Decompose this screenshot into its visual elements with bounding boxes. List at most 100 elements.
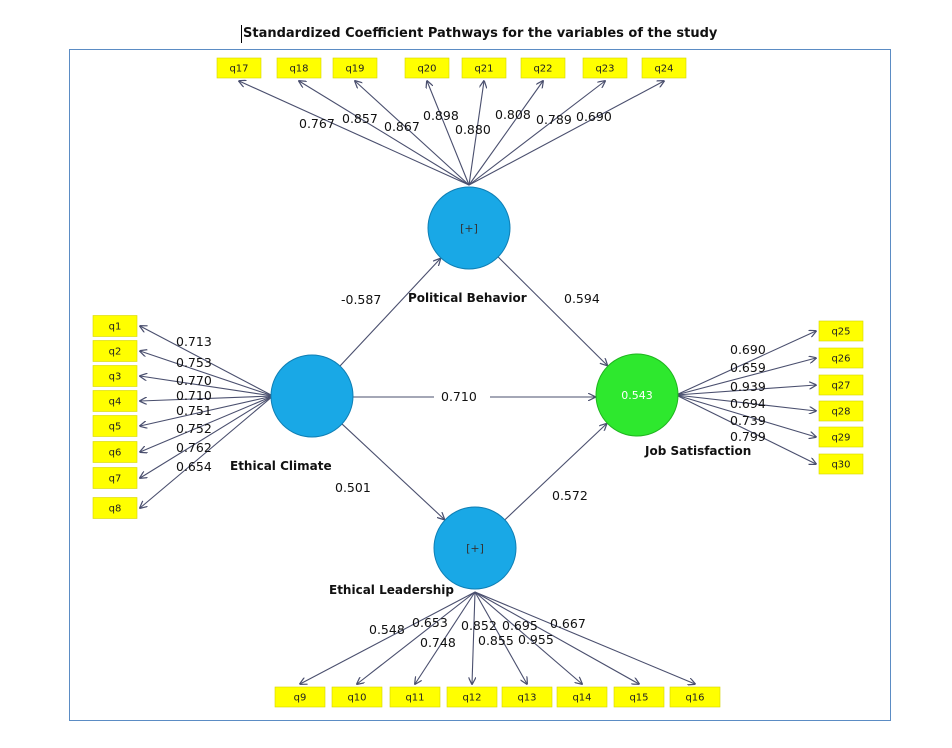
- loading-q5: 0.751: [176, 403, 212, 418]
- loading-q28: 0.694: [730, 396, 766, 411]
- indicator-q13-label: q13: [517, 693, 536, 704]
- political-behavior-inner: [+]: [460, 222, 478, 235]
- indicator-q16[interactable]: [669, 686, 721, 708]
- indicator-q9-label: q9: [294, 693, 307, 704]
- loading-q8: 0.654: [176, 459, 212, 474]
- indicator-q15[interactable]: [613, 686, 665, 708]
- indicator-q19[interactable]: [332, 57, 378, 79]
- indicator-q21[interactable]: [461, 57, 507, 79]
- indicator-q26[interactable]: [818, 347, 864, 369]
- loading-arrow-q29: [675, 394, 816, 437]
- indicator-q6[interactable]: [92, 441, 138, 463]
- loading-q6: 0.752: [176, 421, 212, 436]
- indicator-q20-label: q20: [417, 64, 436, 75]
- indicator-q3-label: q3: [109, 372, 122, 383]
- loading-arrow-q12: [472, 591, 475, 684]
- path-coef-el-js: 0.572: [552, 488, 588, 503]
- indicator-q27[interactable]: [818, 374, 864, 396]
- indicator-q17-label: q17: [229, 64, 248, 75]
- loading-arrow-q10: [357, 591, 476, 684]
- indicator-q18-label: q18: [289, 64, 308, 75]
- loading-q22: 0.808: [495, 107, 531, 122]
- indicator-q7[interactable]: [92, 467, 138, 489]
- indicator-q29[interactable]: [818, 426, 864, 448]
- indicator-q9[interactable]: [274, 686, 326, 708]
- indicator-q11[interactable]: [389, 686, 441, 708]
- loading-arrow-q7: [140, 395, 274, 478]
- indicator-q12-label: q12: [462, 693, 481, 704]
- indicator-q22[interactable]: [520, 57, 566, 79]
- loading-q29: 0.739: [730, 413, 766, 428]
- path-coef-ec-pb: -0.587: [341, 292, 381, 307]
- indicator-q25[interactable]: [818, 320, 864, 342]
- indicator-q10[interactable]: [331, 686, 383, 708]
- indicator-q26-label: q26: [831, 354, 850, 365]
- indicator-q4[interactable]: [92, 390, 138, 412]
- loading-q12: 0.852: [461, 618, 497, 633]
- indicator-q21-label: q21: [474, 64, 493, 75]
- indicator-q24-label: q24: [654, 64, 673, 75]
- indicator-q24[interactable]: [641, 57, 687, 79]
- loading-q23: 0.789: [536, 112, 572, 127]
- loading-q17: 0.767: [299, 116, 335, 131]
- path-pb-js: [497, 256, 607, 365]
- loading-arrow-q2: [140, 351, 274, 397]
- loading-arrow-q14: [474, 591, 582, 684]
- political-behavior-label: Political Behavior: [408, 291, 527, 305]
- loading-q27: 0.939: [730, 379, 766, 394]
- loading-arrow-q1: [140, 326, 274, 397]
- diagram-frame: [69, 49, 891, 721]
- loading-q2: 0.753: [176, 355, 212, 370]
- indicator-q5-label: q5: [109, 422, 122, 433]
- diagram-title: Standardized Coefficient Pathways for th…: [241, 25, 718, 43]
- indicator-q6-label: q6: [109, 448, 122, 459]
- loading-q3: 0.770: [176, 373, 212, 388]
- loading-q30: 0.799: [730, 429, 766, 444]
- loading-q19: 0.867: [384, 119, 420, 134]
- loading-q13: 0.855: [478, 633, 514, 648]
- indicator-q17[interactable]: [216, 57, 262, 79]
- path-el-js: [504, 424, 607, 521]
- indicator-q23-label: q23: [595, 64, 614, 75]
- construct-ethical-leadership[interactable]: [433, 506, 517, 590]
- loading-arrow-q25: [675, 331, 816, 396]
- loading-arrow-q6: [140, 395, 274, 452]
- loading-q7: 0.762: [176, 440, 212, 455]
- loading-arrow-q30: [675, 394, 816, 464]
- indicator-q2[interactable]: [92, 340, 138, 362]
- indicator-q29-label: q29: [831, 433, 850, 444]
- loading-arrow-q3: [140, 376, 274, 397]
- indicator-q27-label: q27: [831, 381, 850, 392]
- indicator-q16-label: q16: [685, 693, 704, 704]
- indicator-q30-label: q30: [831, 460, 850, 471]
- indicator-q28[interactable]: [818, 400, 864, 422]
- loading-arrow-q9: [300, 591, 476, 684]
- path-coef-ec-js: 0.710: [441, 389, 477, 404]
- loading-q25: 0.690: [730, 342, 766, 357]
- indicator-q18[interactable]: [276, 57, 322, 79]
- indicator-q12[interactable]: [446, 686, 498, 708]
- loading-arrow-q20: [427, 81, 470, 186]
- indicator-q20[interactable]: [404, 57, 450, 79]
- loading-q16: 0.667: [550, 616, 586, 631]
- indicator-q30[interactable]: [818, 453, 864, 475]
- loading-arrow-q17: [239, 81, 470, 186]
- indicator-q14[interactable]: [556, 686, 608, 708]
- loading-arrow-q19: [355, 81, 470, 186]
- ethical-leadership-label: Ethical Leadership: [329, 583, 454, 597]
- indicator-q3[interactable]: [92, 365, 138, 387]
- indicator-q23[interactable]: [582, 57, 628, 79]
- loading-arrow-q26: [675, 358, 816, 396]
- indicator-q8[interactable]: [92, 497, 138, 519]
- indicator-q1[interactable]: [92, 315, 138, 337]
- indicator-q5[interactable]: [92, 415, 138, 437]
- loading-arrow-q8: [140, 395, 274, 508]
- construct-job-satisfaction[interactable]: [595, 353, 679, 437]
- construct-ethical-climate[interactable]: [270, 354, 354, 438]
- job-satisfaction-label: Job Satisfaction: [644, 444, 751, 458]
- loading-arrow-q16: [474, 591, 695, 684]
- construct-political-behavior[interactable]: [427, 186, 511, 270]
- indicator-q13[interactable]: [501, 686, 553, 708]
- loading-arrow-q15: [474, 591, 639, 684]
